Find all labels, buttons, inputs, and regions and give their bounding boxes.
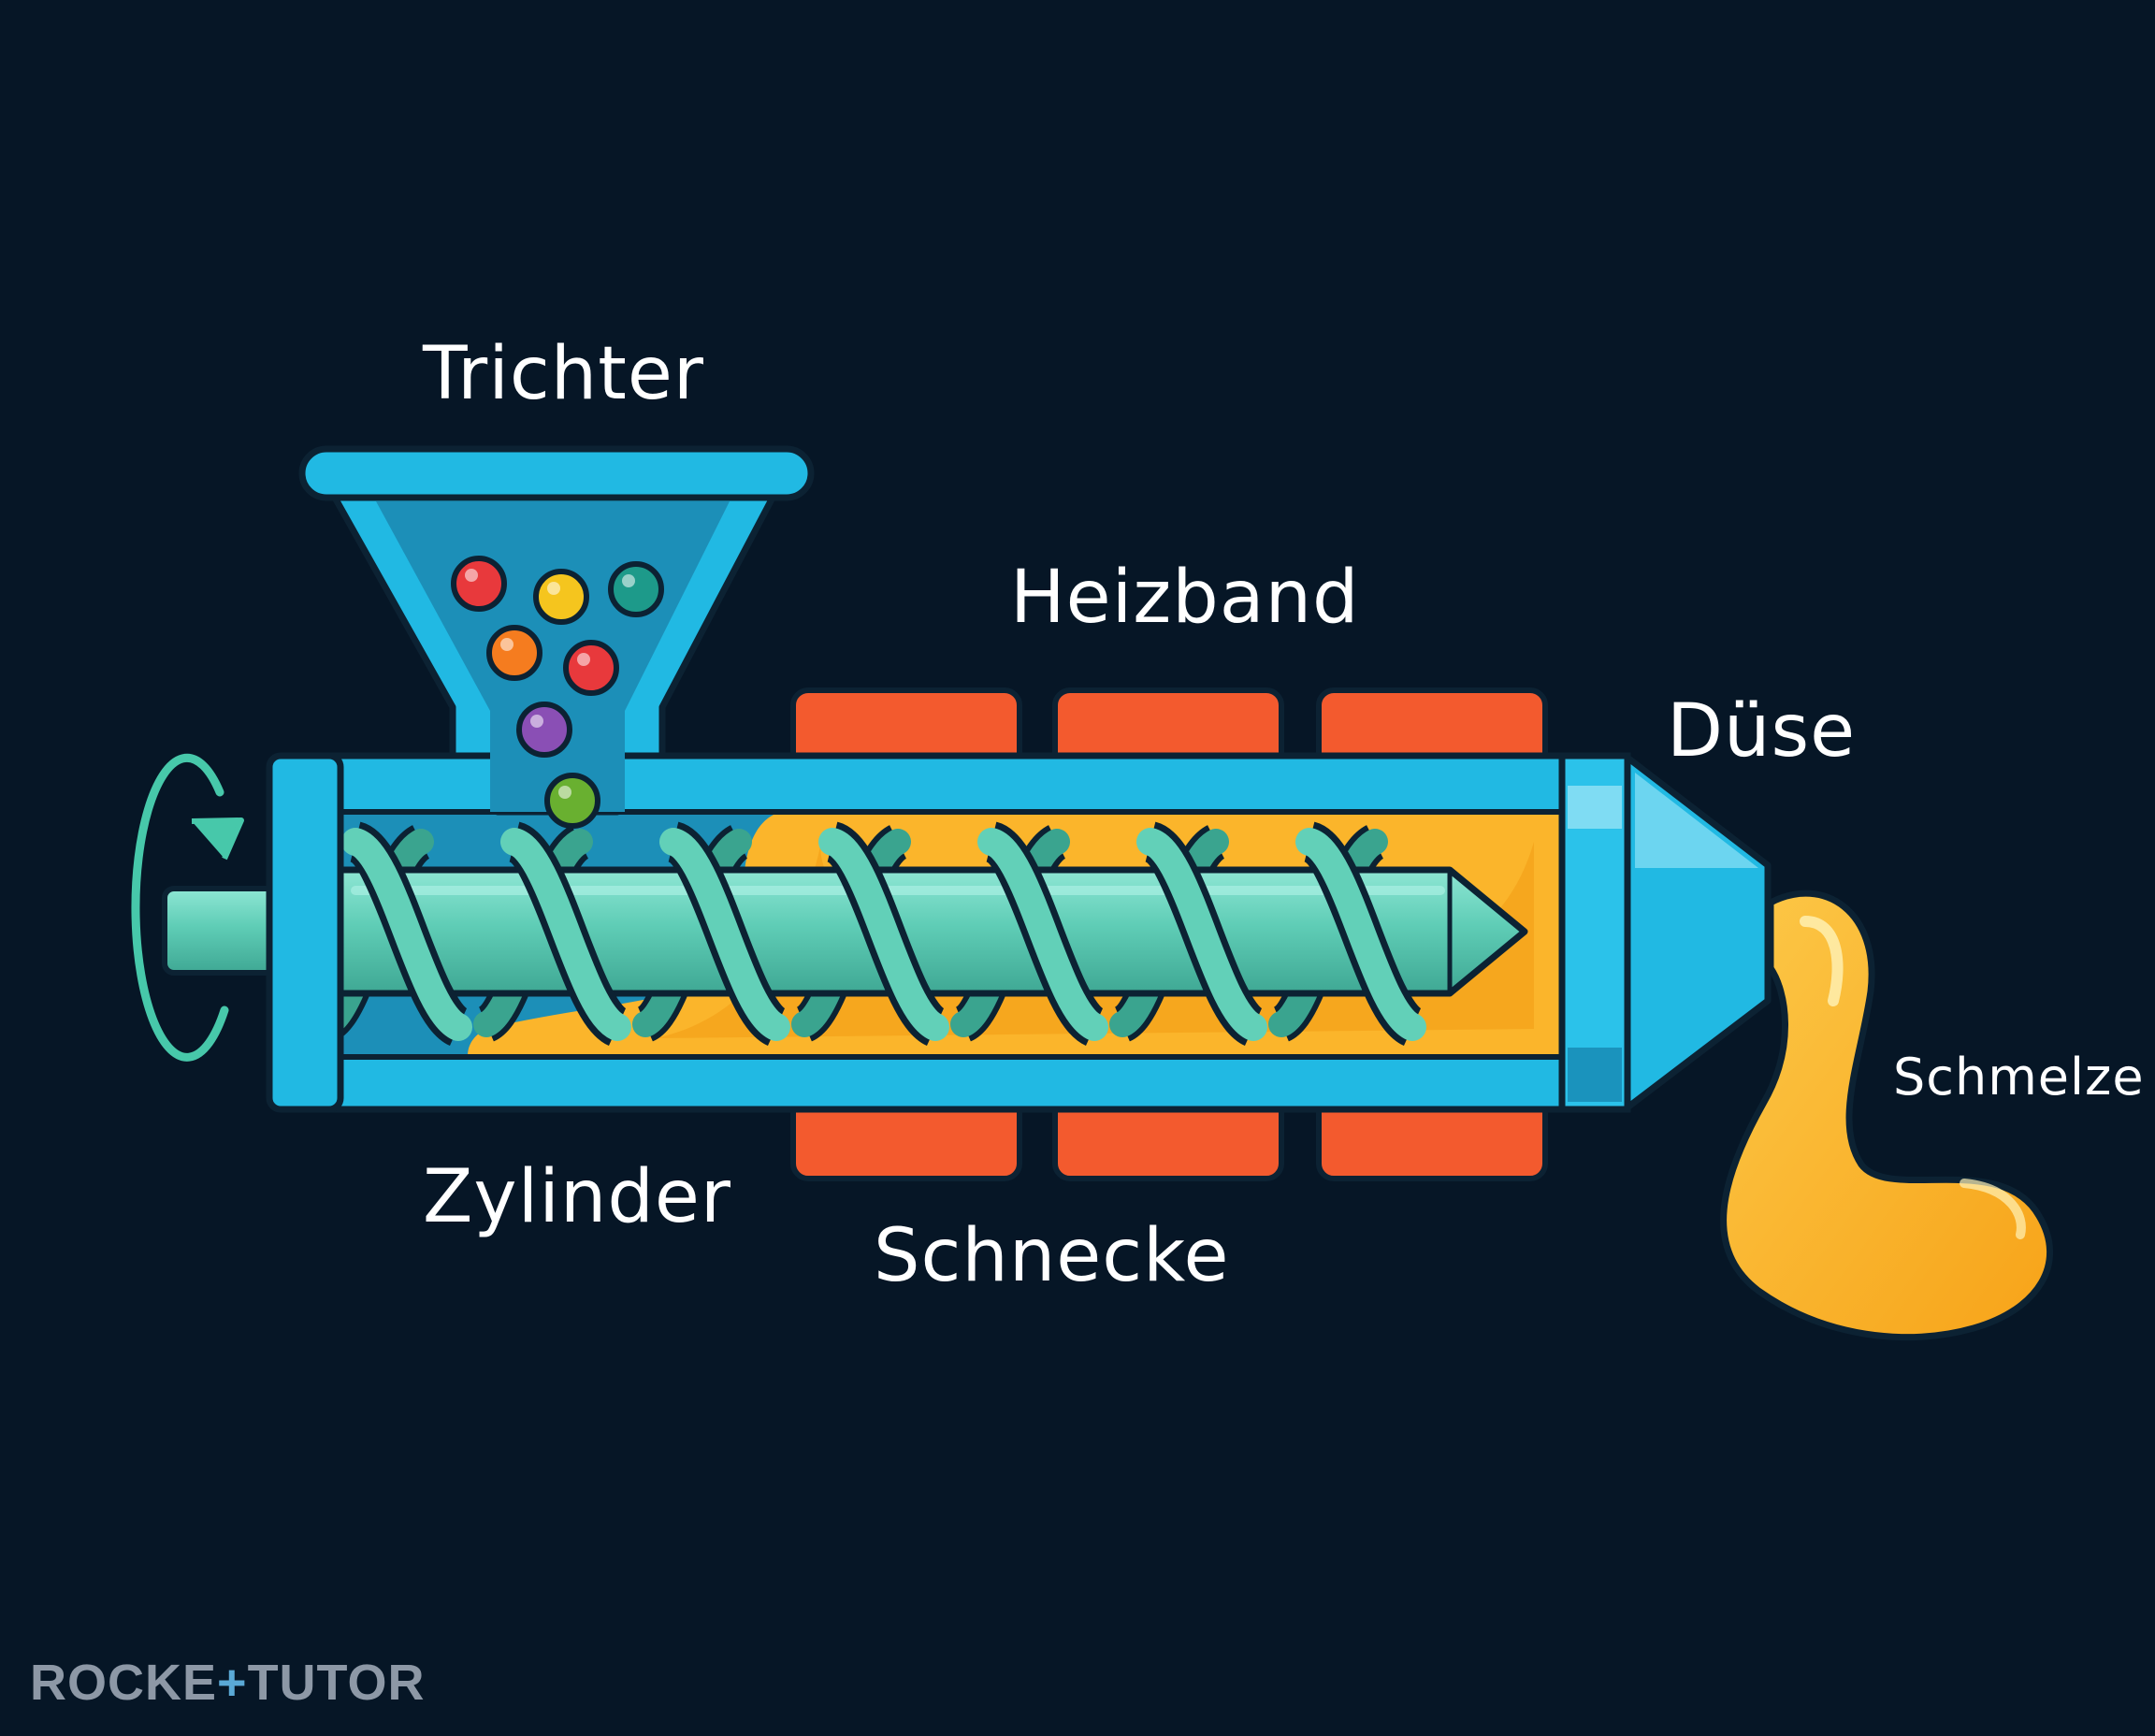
melt-label: Schmelze — [1893, 1048, 2145, 1107]
pellet-highlight — [577, 653, 590, 666]
melt-output — [1720, 890, 2053, 1341]
hopper-rim — [298, 445, 815, 501]
melt-highlight-2 — [1960, 1179, 2026, 1239]
nozzle-label: Düse — [1667, 689, 1857, 774]
rotation-arrow-icon — [131, 753, 244, 1062]
brand-part2: TUTOR — [247, 1655, 426, 1711]
pellet — [563, 640, 619, 696]
screw-flights-front-fill — [341, 828, 1426, 1041]
pellet — [451, 556, 507, 612]
pellet-highlight — [558, 786, 571, 799]
brand-part1: ROCKE — [30, 1655, 218, 1711]
pellet-highlight — [547, 582, 560, 595]
pellet-highlight — [465, 569, 478, 582]
flange-highlight — [1568, 786, 1622, 829]
cylinder-rear-cap — [266, 752, 344, 1113]
drive-shaft — [162, 886, 280, 976]
heater-bands-bottom — [790, 1092, 1548, 1181]
hopper-label: Trichter — [423, 332, 704, 416]
pellet-highlight — [500, 638, 513, 651]
brand-logo: ROCKE+TUTOR — [30, 1654, 426, 1712]
cylinder-label: Zylinder — [423, 1155, 731, 1239]
pellet — [608, 561, 664, 617]
pellet-highlight — [530, 715, 543, 728]
pellet — [486, 625, 542, 681]
screw-label: Schnecke — [874, 1214, 1230, 1298]
pellet — [544, 773, 600, 829]
melt-highlight — [1800, 916, 1844, 1006]
flange-shadow — [1568, 1048, 1622, 1102]
pellet — [516, 702, 572, 758]
pellet-highlight — [622, 574, 635, 587]
nozzle-highlight — [1635, 773, 1758, 868]
cylinder-inner-frame — [338, 809, 1565, 1060]
heater-band-label: Heizband — [1010, 556, 1360, 640]
pellet — [533, 569, 589, 625]
brand-plus: + — [217, 1655, 248, 1711]
plastic-pellets — [451, 556, 664, 829]
